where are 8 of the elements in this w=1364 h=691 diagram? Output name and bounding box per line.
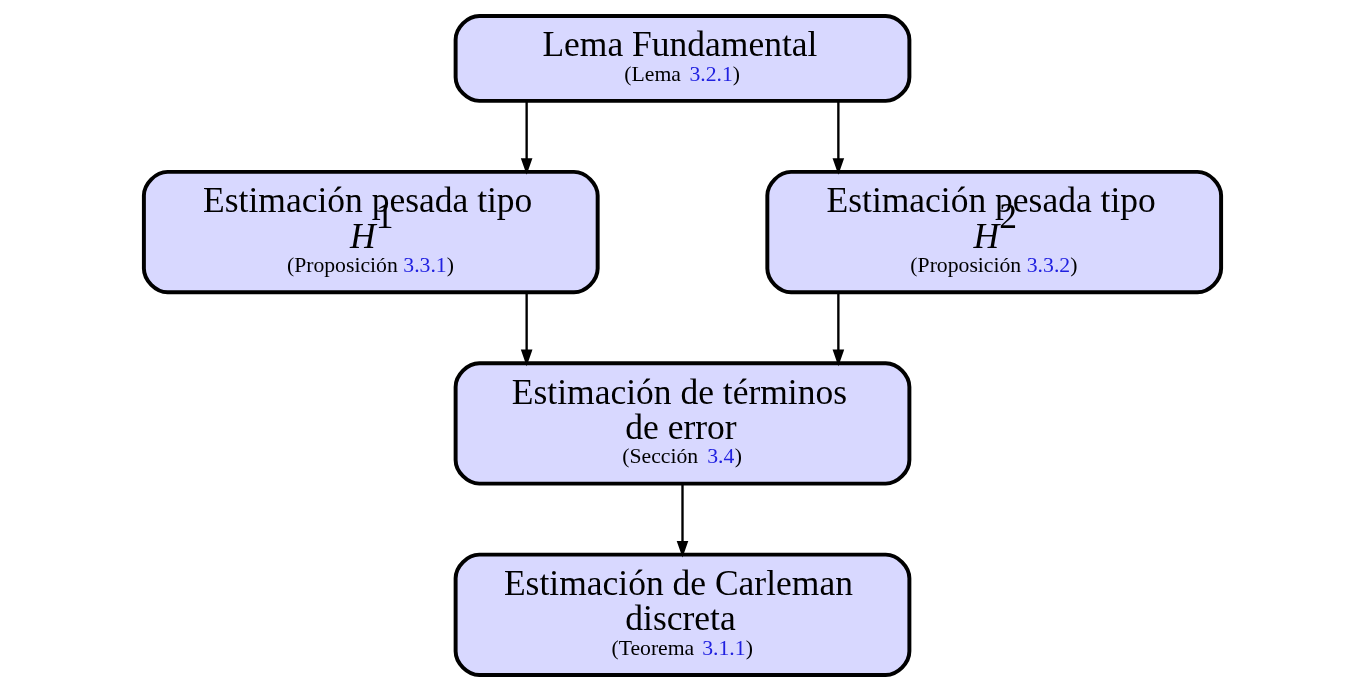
node-box: Estimación de términos de error (Sección 3.4) [453, 361, 911, 486]
node-box: Lema Fundamental (Lema 3.2.1) [453, 14, 911, 103]
arrow [676, 484, 688, 558]
arrow [520, 101, 532, 175]
arrow [832, 292, 844, 367]
node-box: Estimación de Carleman discreta (Teorema 3.1.1) [453, 552, 911, 677]
arrow [520, 292, 532, 367]
arrow [832, 101, 844, 175]
